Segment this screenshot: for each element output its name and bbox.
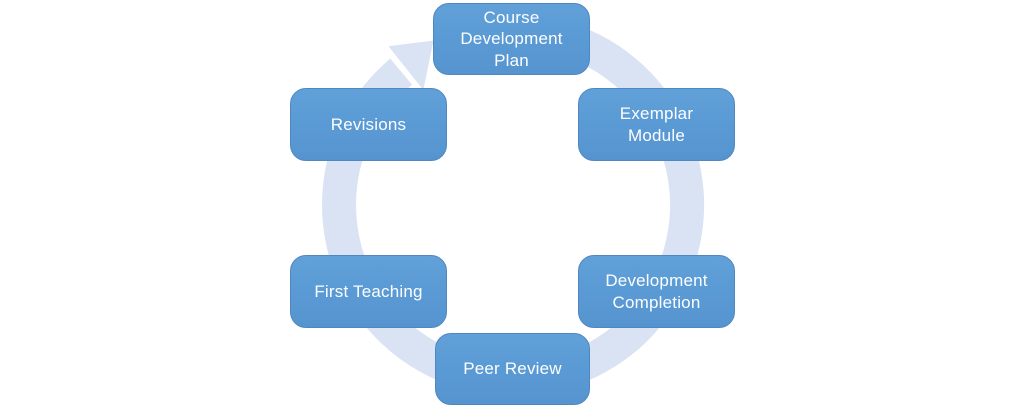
node-label: Peer Review: [463, 359, 562, 379]
node-label: First Teaching: [314, 281, 423, 301]
node-label: Revisions: [330, 114, 407, 134]
node-first-teaching: First Teaching: [290, 255, 447, 328]
node-exemplar-module: Exemplar Module: [578, 88, 735, 161]
node-label: Course Development Plan: [460, 8, 563, 70]
node-label: Development Completion: [605, 271, 708, 312]
node-development-completion: Development Completion: [578, 255, 735, 328]
node-peer-review: Peer Review: [435, 333, 590, 405]
node-revisions: Revisions: [290, 88, 447, 161]
node-label: Exemplar Module: [619, 104, 694, 145]
node-course-development-plan: Course Development Plan: [433, 3, 590, 75]
clockwise-arrowhead-icon: [388, 40, 434, 90]
